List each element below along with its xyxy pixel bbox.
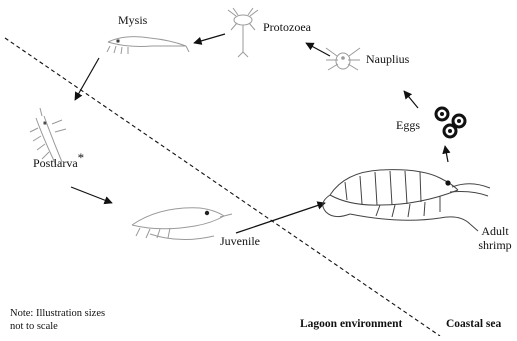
mysis-illustration xyxy=(107,37,189,54)
eggs-illustration xyxy=(436,108,465,137)
arrow-eggs-to-nauplius xyxy=(404,91,418,108)
label-coastal-sea: Coastal sea xyxy=(446,317,501,331)
adult-shrimp-illustration xyxy=(323,170,490,231)
scale-note-line1: Note: Illustration sizes xyxy=(10,307,105,320)
label-eggs: Eggs xyxy=(396,118,420,132)
adult-line1: Adult xyxy=(474,224,516,238)
arrow-juvenile-to-adult xyxy=(236,203,325,233)
arrow-adult-to-eggs xyxy=(445,146,448,162)
environment-divider xyxy=(5,38,440,336)
juvenile-illustration xyxy=(132,208,232,240)
scale-note: Note: Illustration sizes not to scale xyxy=(10,307,105,333)
arrow-nauplius-to-protozoea xyxy=(306,43,330,56)
arrow-postlarva-to-juvenile xyxy=(71,187,112,203)
arrow-protozoea-to-mysis xyxy=(194,34,225,43)
scale-note-line2: not to scale xyxy=(10,320,105,333)
adult-line2: shrimp xyxy=(474,238,516,252)
label-lagoon-environment: Lagoon environment xyxy=(300,317,402,331)
label-juvenile: Juvenile xyxy=(220,234,260,248)
postlarva-asterisk: * xyxy=(78,150,85,165)
postlarva-text: Postlarva xyxy=(33,156,78,170)
label-protozoea: Protozoea xyxy=(263,20,311,34)
label-mysis: Mysis xyxy=(118,13,147,27)
label-adult-shrimp: Adult shrimp xyxy=(474,224,516,252)
label-nauplius: Nauplius xyxy=(366,52,409,66)
protozoea-illustration xyxy=(228,8,258,57)
nauplius-illustration xyxy=(326,48,360,70)
label-postlarva: Postlarva* xyxy=(33,156,84,170)
